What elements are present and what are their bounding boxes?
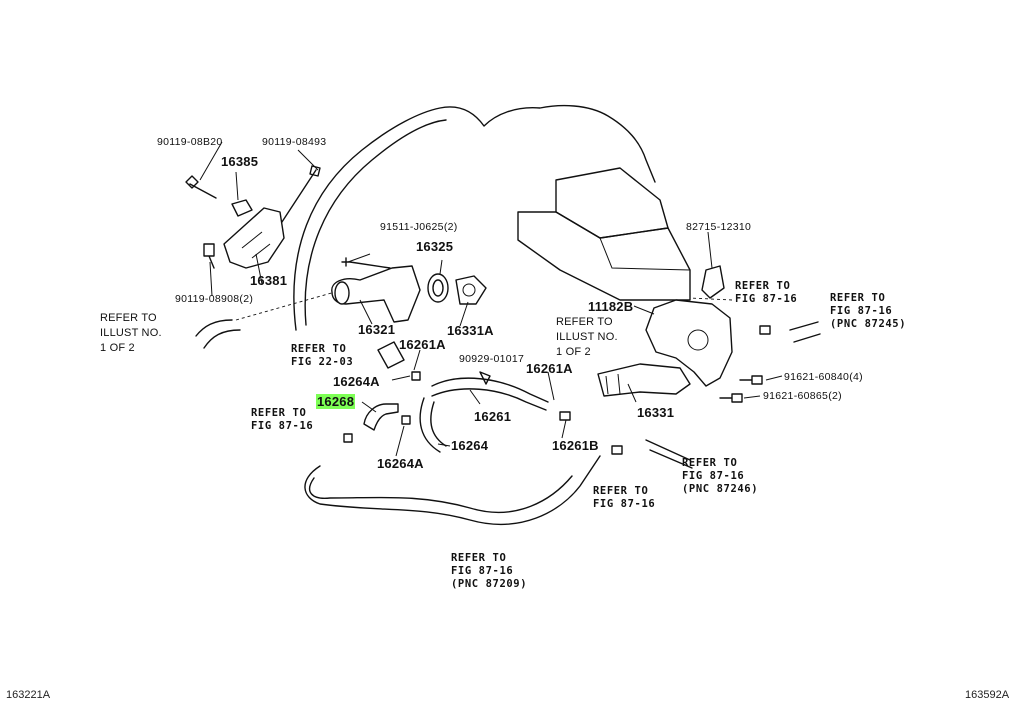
label-16261a-top: 16261A	[399, 337, 446, 352]
leader-dashed-right	[689, 297, 733, 301]
hose-16261	[431, 377, 549, 411]
ref-illust-mid-line1: REFER TO	[556, 316, 613, 328]
label-16264a-top: 16264A	[333, 374, 380, 389]
label-16264a-bot: 16264A	[377, 456, 424, 471]
label-90119-08b20: 90119-08B20	[157, 136, 223, 148]
engine-outline-inner	[304, 119, 447, 326]
label-90929-01017: 90929-01017	[459, 353, 525, 365]
pipe-lower	[304, 455, 601, 525]
bolt-90119-08908	[203, 243, 215, 269]
label-16268: 16268	[316, 394, 356, 409]
bolt-91621-60840	[739, 375, 763, 385]
label-16261: 16261	[474, 409, 512, 424]
inlet-16331	[597, 363, 691, 397]
ref-fig8716-left-line1: REFER TO	[251, 407, 307, 419]
label-16321: 16321	[358, 322, 396, 337]
ref-illust-left-line1: REFER TO	[100, 312, 157, 324]
label-90119-08493: 90119-08493	[262, 136, 327, 148]
ref-fig8716-left-line2: FIG 87-16	[251, 420, 314, 432]
label-82715-12310: 82715-12310	[686, 221, 752, 233]
ref-fig8716-87246-line2: FIG 87-16	[682, 470, 745, 482]
ref-fig2203-line2: FIG 22-03	[291, 356, 354, 368]
footer-right-code: 163592A	[965, 689, 1010, 701]
hose-fig8716c	[789, 321, 821, 343]
pump-11182b	[645, 299, 733, 387]
label-16264: 16264	[451, 438, 489, 453]
label-16381: 16381	[250, 273, 288, 288]
label-91511-j0625: 91511-J0625(2)	[380, 221, 458, 233]
leaders	[199, 141, 783, 457]
ref-fig8716-87245-line2: FIG 87-16	[830, 305, 893, 317]
hose-16268	[363, 403, 399, 431]
cover-edge	[599, 237, 691, 271]
ref-illust-mid-line2: ILLUST NO.	[556, 331, 618, 343]
label-16325: 16325	[416, 239, 454, 254]
label-91621-60865: 91621-60865(2)	[763, 390, 842, 402]
bracket-82715	[701, 265, 725, 299]
spacer-16385	[231, 199, 253, 217]
fitting-2203	[377, 341, 405, 369]
ref-fig8716-87245-line3: (PNC 87245)	[830, 318, 907, 330]
cover-lid	[555, 167, 669, 239]
ref-fig8716-pump-line1: REFER TO	[735, 280, 791, 292]
highlighted-part-16268: 16268	[316, 394, 356, 409]
label-16261a-mid: 16261A	[526, 361, 573, 376]
ref-illust-left-line2: ILLUST NO.	[100, 327, 162, 339]
cover-body	[517, 211, 691, 301]
ref-fig8716-87209-line1: REFER TO	[451, 552, 507, 564]
leader-dashed-left	[235, 291, 336, 321]
footer-left-code: 163221A	[6, 689, 51, 701]
ref-fig8716-pump-line2: FIG 87-16	[735, 293, 798, 305]
label-16331a: 16331A	[447, 323, 494, 338]
hose-fig8716b	[645, 439, 693, 469]
bolt-90119-08493	[277, 165, 321, 229]
ref-fig8716-87246-line3: (PNC 87246)	[682, 483, 759, 495]
clamps	[343, 325, 771, 455]
ref-fig8716-lower-line1: REFER TO	[593, 485, 649, 497]
label-16385: 16385	[221, 154, 259, 169]
ref-illust-left-line3: 1 OF 2	[100, 342, 135, 354]
ref-illust-mid-line3: 1 OF 2	[556, 346, 591, 358]
thermostat-16331a	[455, 275, 487, 305]
label-90119-08908: 90119-08908(2)	[175, 293, 254, 305]
hose-16264	[419, 397, 447, 453]
outlet-16321	[331, 265, 421, 323]
label-16261b: 16261B	[552, 438, 599, 453]
bolt-91511-j0625	[341, 257, 391, 269]
ref-fig8716-87246-line1: REFER TO	[682, 457, 738, 469]
label-16331: 16331	[637, 405, 675, 420]
ref-fig8716-lower-line2: FIG 87-16	[593, 498, 656, 510]
ref-fig2203-line1: REFER TO	[291, 343, 347, 355]
ref-fig8716-87209-line3: (PNC 87209)	[451, 578, 528, 590]
engine-outline	[293, 104, 656, 331]
label-11182b: 11182B	[588, 299, 634, 314]
ref-fig8716-87209-line2: FIG 87-16	[451, 565, 514, 577]
label-91621-60840: 91621-60840(4)	[784, 371, 863, 383]
bolt-90119-08b20	[185, 175, 217, 199]
ref-fig8716-87245-line1: REFER TO	[830, 292, 886, 304]
hose-left-stub	[195, 319, 241, 349]
bolt-91621-60865	[719, 393, 743, 403]
